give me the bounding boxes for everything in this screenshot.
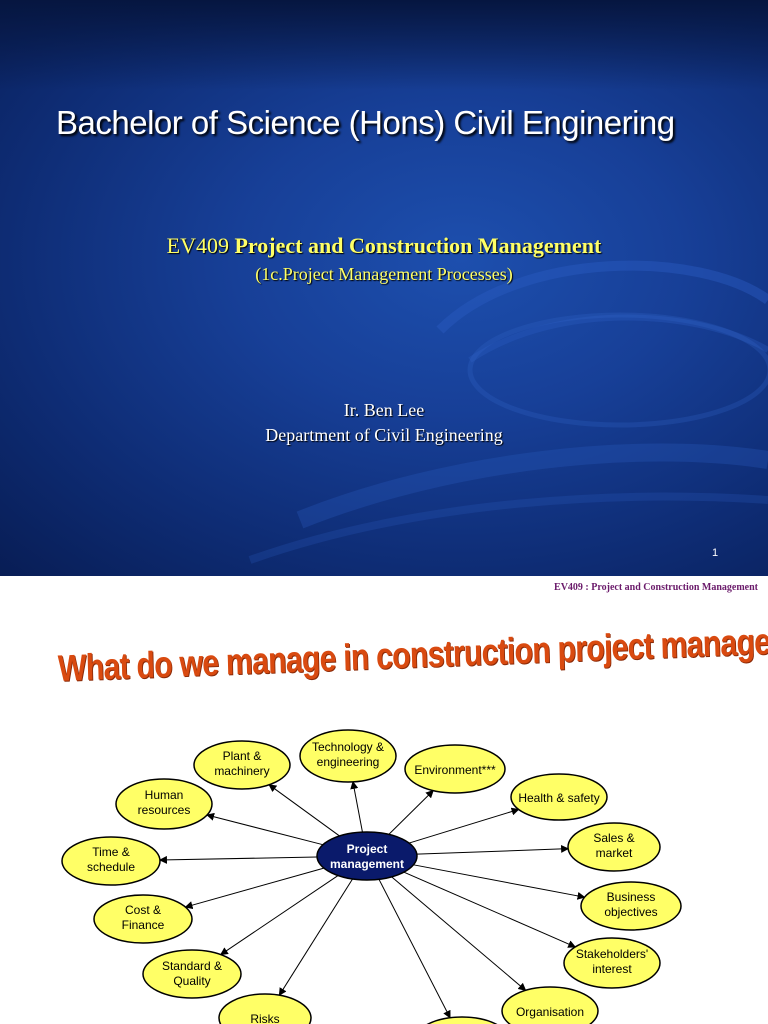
mind-map-diagram: Project management Plant & machinery Tec… xyxy=(61,729,682,1024)
node-offscreen-bottom xyxy=(426,1016,498,1024)
connector-arrow-stakeholders xyxy=(403,871,577,948)
node-stakeholders-interest: Stakeholders' interest xyxy=(563,937,661,989)
node-human-resources: Human resources xyxy=(115,778,213,830)
node-label-line1: Business xyxy=(607,890,656,904)
node-label-line1: Technology & xyxy=(312,740,384,754)
node-health-safety: Health & safety xyxy=(510,773,608,821)
node-label-line2: machinery xyxy=(214,764,269,778)
node-standard-quality: Standard & Quality xyxy=(142,949,242,999)
top-shade xyxy=(0,0,768,90)
slide-header: EV409 : Project and Construction Managem… xyxy=(554,582,758,593)
node-label-line1: Stakeholders' xyxy=(576,947,648,961)
center-label-line2: management xyxy=(330,857,404,871)
node-environment: Environment*** xyxy=(404,744,506,794)
node-sales-market: Sales & market xyxy=(567,822,661,872)
diagram-slide: EV409 : Project and Construction Managem… xyxy=(0,576,768,1024)
node-risks: Risks xyxy=(218,993,312,1024)
course-name: Project and Construction Management xyxy=(234,233,602,258)
node-label-line2: objectives xyxy=(604,905,657,919)
node-label-line1: Plant & xyxy=(223,749,262,763)
node-technology-engineering: Technology & engineering xyxy=(299,729,397,783)
connector-arrow-human xyxy=(206,812,324,846)
node-cost-finance: Cost & Finance xyxy=(93,894,193,944)
connector-arrow-plant xyxy=(268,784,340,837)
node-label-line2: Quality xyxy=(173,974,210,988)
node-label-line1: Risks xyxy=(250,1012,279,1024)
connector-arrow-organisation xyxy=(391,876,527,991)
background-swirl xyxy=(248,260,768,564)
slide-title: Bachelor of Science (Hons) Civil Enginer… xyxy=(56,104,675,141)
diagram-nodes: Project management Plant & machinery Tec… xyxy=(61,729,682,1024)
node-organisation: Organisation xyxy=(501,986,599,1024)
title-slide: Bachelor of Science (Hons) Civil Enginer… xyxy=(0,0,768,576)
connector-arrow-sales xyxy=(416,844,570,855)
node-label-line1: Organisation xyxy=(516,1005,584,1019)
connector-arrow-business xyxy=(413,864,586,900)
center-label-line1: Project xyxy=(347,842,388,856)
author-name: Ir. Ben Lee xyxy=(343,400,425,420)
node-label-line2: engineering xyxy=(317,755,380,769)
center-node: Project management xyxy=(316,831,418,881)
course-line: EV409 Project and Construction Managemen… xyxy=(0,233,768,259)
node-label-line1: Human xyxy=(145,788,184,802)
node-label-line1: Sales & xyxy=(593,831,634,845)
node-label-line1: Time & xyxy=(92,845,130,859)
node-label-line1: Standard & xyxy=(162,959,222,973)
node-label-line1: Cost & xyxy=(125,903,161,917)
node-business-objectives: Business objectives xyxy=(580,881,682,931)
node-time-schedule: Time & schedule xyxy=(61,836,161,886)
connector-arrow-technology xyxy=(350,780,363,833)
connector-arrow-cost xyxy=(184,867,324,910)
connector-arrow-risks xyxy=(278,878,353,997)
node-label-line1: Environment*** xyxy=(414,763,496,777)
node-label-line2: schedule xyxy=(87,860,135,874)
connector-arrow-health xyxy=(408,807,520,844)
connector-arrow-extra-bottom xyxy=(378,879,451,1019)
connector-arrow-time xyxy=(158,855,318,864)
node-label-line2: interest xyxy=(592,962,632,976)
page-number: 1 xyxy=(712,547,719,559)
connector-arrow-standard xyxy=(219,875,339,956)
connector-lines xyxy=(158,780,586,1019)
node-label-line2: Finance xyxy=(122,918,165,932)
node-plant-machinery: Plant & machinery xyxy=(193,740,291,790)
node-label-line1: Health & safety xyxy=(518,791,599,805)
connector-arrow-environment xyxy=(388,789,434,835)
node-label-line2: resources xyxy=(138,803,191,817)
slide-subtitle: (1c.Project Management Processes) xyxy=(255,264,513,284)
node-label-line2: market xyxy=(596,846,633,860)
department-name: Department of Civil Engineering xyxy=(265,425,503,445)
course-code: EV409 xyxy=(166,233,229,258)
